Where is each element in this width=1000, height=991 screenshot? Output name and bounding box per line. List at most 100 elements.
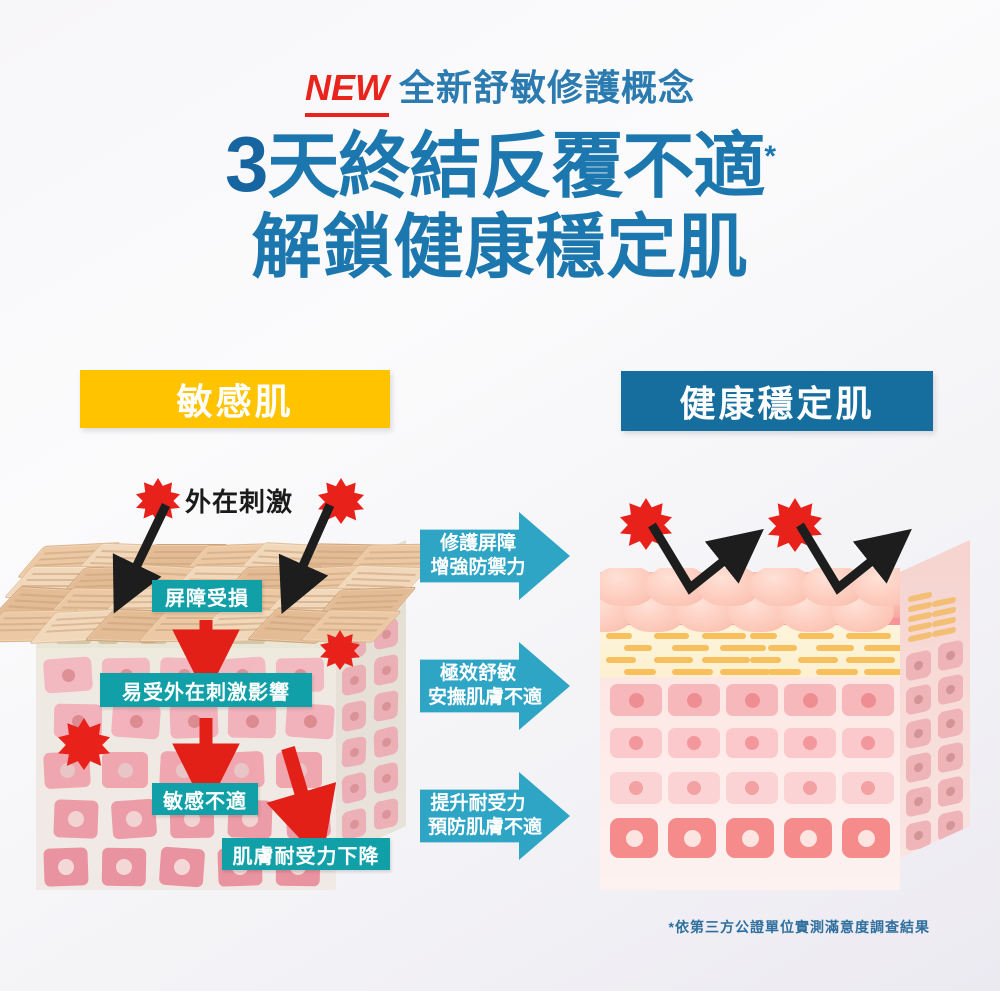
lipid-fiber — [672, 669, 713, 675]
keratinocyte-cell — [276, 752, 322, 788]
cell-nucleus — [381, 808, 391, 820]
keratinocyte-cell — [53, 799, 99, 839]
cell-nucleus — [803, 781, 817, 795]
keratinocyte-cell-side — [342, 663, 366, 697]
skin-right-side-face — [900, 540, 970, 858]
cell-nucleus — [117, 762, 133, 778]
cell-nucleus — [745, 781, 759, 795]
lipid-fiber — [654, 633, 689, 639]
keratinocyte-cell — [101, 847, 147, 887]
keratinocyte-cell-side — [938, 639, 963, 672]
lipid-fiber — [846, 657, 895, 663]
cell-nucleus — [349, 782, 359, 794]
keratinocyte-cell — [610, 684, 662, 716]
cell-nucleus — [687, 736, 701, 750]
cell-nucleus — [629, 736, 643, 750]
keratinocyte-cell-side — [373, 761, 399, 795]
cell-nucleus — [799, 829, 817, 847]
lipid-fiber — [750, 657, 781, 663]
lipid-fiber — [864, 645, 900, 651]
lipid-fiber-side — [932, 616, 956, 628]
headline-line-2: 解鎖健康穩定肌 — [251, 208, 749, 286]
lipid-fiber — [702, 633, 746, 639]
banner-sensitive-skin: 敏感肌 — [80, 370, 390, 428]
keratinocyte-cell-side — [938, 741, 963, 774]
keratinocyte-cell — [784, 684, 836, 716]
keratinocyte-cell — [284, 798, 332, 840]
keratinocyte-cell — [43, 847, 89, 887]
keratinocyte-cell — [42, 656, 94, 694]
headline-line-1: 3天終結反覆不適* — [0, 117, 1000, 207]
keratinocyte-cell — [284, 702, 336, 740]
lipid-fiber — [702, 657, 750, 663]
benefit-arrow-2-line2: 安撫肌膚不適 — [428, 687, 543, 708]
lipid-fiber-side — [908, 601, 932, 613]
lipid-fiber-side — [932, 596, 956, 608]
keratinocyte-cell — [110, 702, 162, 740]
cell-nucleus — [914, 694, 923, 705]
cell-nucleus — [741, 829, 759, 847]
cell-nucleus — [946, 786, 955, 797]
keratinocyte-cell — [842, 818, 890, 858]
eyebrow-text: 全新舒敏修護概念 — [398, 67, 695, 108]
benefit-arrow-3-line2: 預防肌膚不適 — [428, 817, 543, 838]
lipid-fiber — [816, 669, 858, 675]
lipid-fiber-side — [932, 626, 956, 638]
keratinocyte-cell-side — [938, 809, 963, 842]
cell-nucleus — [349, 818, 359, 830]
label-sensitive-discomfort: 敏感不適 — [152, 783, 258, 815]
benefit-arrow-1-line2: 增強防禦力 — [430, 557, 526, 578]
cell-nucleus — [683, 829, 701, 847]
cell-nucleus — [187, 714, 201, 728]
lipid-fiber — [624, 645, 652, 651]
keratinocyte-cell-side — [906, 717, 931, 750]
lipid-fiber-side — [908, 621, 932, 633]
keratinocyte-cell-side — [341, 807, 367, 841]
keratinocyte-cell-side — [341, 699, 367, 733]
keratinocyte-cell — [227, 703, 277, 739]
keratinocyte-cell-side — [906, 683, 931, 716]
keratinocyte-cell — [610, 818, 658, 858]
benefit-arrow-1-line1: 修護屏障 — [439, 533, 516, 554]
lipid-fiber — [606, 657, 636, 663]
keratinocyte-cell-side — [373, 653, 399, 687]
lipid-fiber — [768, 645, 797, 651]
keratinocyte-cell-side — [373, 725, 399, 759]
keratinocyte-cell — [610, 728, 662, 758]
lipid-fiber — [654, 657, 693, 663]
keratinocyte-cell — [610, 772, 662, 804]
cell-nucleus — [303, 714, 317, 728]
cell-nucleus — [914, 728, 923, 739]
keratinocyte-cell-side — [938, 707, 963, 740]
lipid-fiber-side — [908, 591, 932, 603]
cell-nucleus — [61, 668, 75, 682]
cell-nucleus — [129, 714, 143, 728]
cell-nucleus — [125, 810, 143, 828]
cell-nucleus — [914, 796, 923, 807]
keratinocyte-cell — [726, 818, 774, 858]
lipid-fiber-side — [932, 606, 956, 618]
benefit-arrow-3-line1: 提升耐受力 — [430, 793, 526, 814]
cell-nucleus — [299, 810, 317, 828]
keratinocyte-cell — [102, 752, 148, 788]
keratinocyte-cell-side — [938, 673, 963, 706]
cell-nucleus — [349, 746, 359, 758]
lipid-fiber — [720, 645, 766, 651]
lipid-fiber — [606, 633, 632, 639]
cell-nucleus — [291, 762, 307, 778]
lipid-fiber — [768, 669, 801, 675]
keratinocyte-cell — [668, 684, 720, 716]
lipid-fiber — [864, 669, 900, 675]
keratinocyte-cell-side — [906, 819, 931, 852]
cell-nucleus — [175, 762, 191, 778]
keratinocyte-cell-side — [341, 735, 367, 769]
keratinocyte-cell-side — [341, 771, 367, 805]
keratinocyte-cell — [842, 684, 894, 716]
cell-nucleus — [245, 714, 259, 728]
cell-nucleus — [115, 858, 133, 876]
keratinocyte-cell-side — [906, 751, 931, 784]
lipid-fiber — [798, 657, 838, 663]
